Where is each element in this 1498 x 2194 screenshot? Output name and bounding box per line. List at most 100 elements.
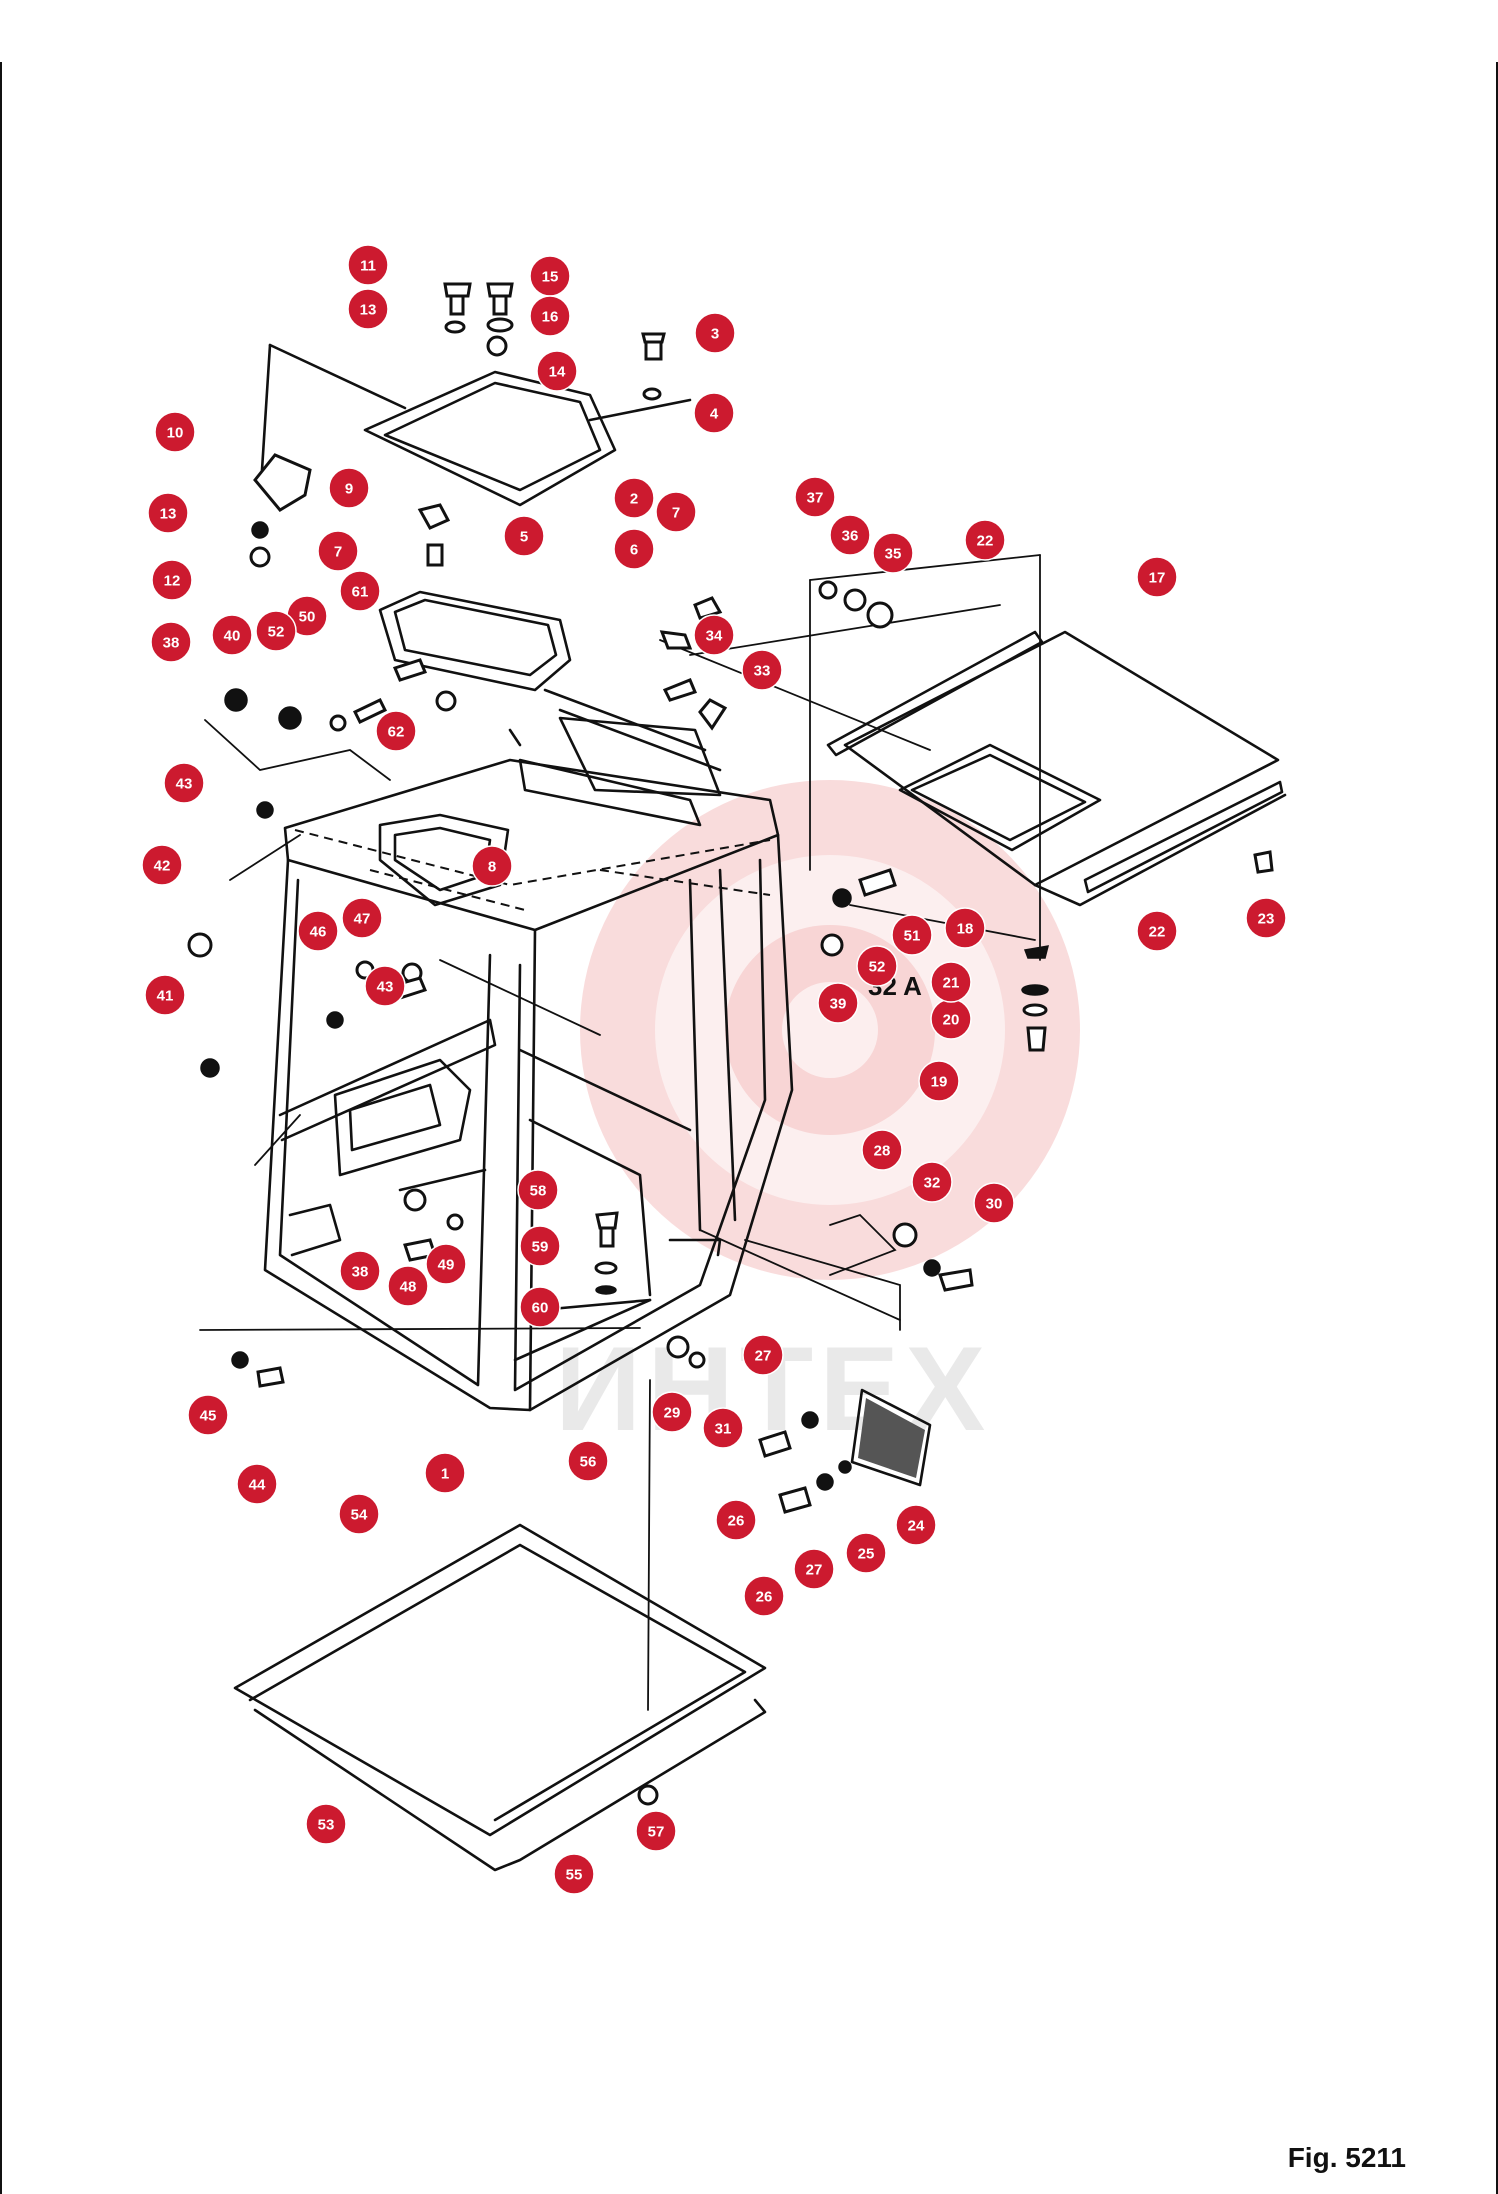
leader-lines-right	[659, 554, 1041, 1331]
callout-54: 54	[338, 1493, 380, 1535]
callout-marker	[856, 945, 898, 987]
callout-number: 6	[630, 542, 638, 559]
callout-number: 61	[352, 584, 369, 601]
callout-number: 38	[352, 1264, 369, 1281]
leader-lines-left	[204, 719, 601, 1166]
callout-48: 48	[387, 1265, 429, 1307]
callout-marker	[317, 530, 359, 572]
callout-marker	[163, 762, 205, 804]
callout-7: 7	[655, 491, 697, 533]
callout-30: 30	[973, 1182, 1015, 1224]
callout-marker	[793, 1548, 835, 1590]
callout-number: 38	[163, 635, 180, 652]
callout-marker	[211, 614, 253, 656]
callout-number: 22	[1149, 924, 1166, 941]
callout-26: 26	[743, 1575, 785, 1617]
callout-number: 43	[377, 979, 394, 996]
callout-marker	[341, 897, 383, 939]
callout-38: 38	[339, 1250, 381, 1292]
callout-35: 35	[872, 532, 914, 574]
callout-marker	[694, 312, 736, 354]
callout-marker	[375, 710, 417, 752]
callout-number: 34	[706, 628, 723, 645]
callout-number: 18	[957, 921, 974, 938]
callout-marker	[236, 1463, 278, 1505]
callout-marker	[891, 914, 933, 956]
callout-number: 46	[310, 924, 327, 941]
callout-number: 52	[869, 959, 886, 976]
callout-number: 35	[885, 546, 902, 563]
callout-number: 29	[664, 1405, 681, 1422]
callout-markers: 1234567789101112131314151617181920212222…	[141, 244, 1287, 1895]
callout-62: 62	[375, 710, 417, 752]
callout-marker	[297, 910, 339, 952]
callout-marker	[651, 1391, 693, 1433]
callout-19: 19	[918, 1060, 960, 1102]
callout-26: 26	[715, 1499, 757, 1541]
callout-3: 3	[694, 312, 736, 354]
callout-marker	[1136, 910, 1178, 952]
callout-number: 14	[549, 364, 566, 381]
callout-1: 1	[424, 1452, 466, 1494]
callout-number: 52	[268, 624, 285, 641]
callout-number: 27	[755, 1348, 772, 1365]
callout-number: 21	[943, 975, 960, 992]
callout-marker	[364, 965, 406, 1007]
callout-marker	[911, 1161, 953, 1203]
callout-number: 13	[160, 506, 177, 523]
callout-13: 13	[147, 492, 189, 534]
callout-marker	[424, 1452, 466, 1494]
callout-number: 28	[874, 1143, 891, 1160]
callout-marker	[973, 1182, 1015, 1224]
callout-marker	[347, 288, 389, 330]
callout-number: 32	[924, 1175, 941, 1192]
callout-14: 14	[536, 350, 578, 392]
callout-number: 47	[354, 911, 371, 928]
callout-56: 56	[567, 1440, 609, 1482]
callout-number: 25	[858, 1546, 875, 1563]
callout-number: 4	[710, 406, 719, 423]
callout-number: 3	[711, 326, 719, 343]
callout-marker	[861, 1129, 903, 1171]
hardware-parts	[187, 282, 1274, 1806]
callout-number: 43	[176, 776, 193, 793]
dashed-reference-lines	[294, 829, 771, 911]
callout-51: 51	[891, 914, 933, 956]
callout-number: 48	[400, 1279, 417, 1296]
callout-marker	[503, 515, 545, 557]
callout-marker	[339, 570, 381, 612]
callout-2: 2	[613, 477, 655, 519]
callout-number: 2	[630, 491, 638, 508]
callout-61: 61	[339, 570, 381, 612]
sunroof-window-frame	[378, 590, 572, 692]
callout-39: 39	[817, 982, 859, 1024]
callout-number: 31	[715, 1421, 732, 1438]
callout-50: 50	[286, 595, 328, 637]
callout-43: 43	[364, 965, 406, 1007]
callout-number: 15	[542, 269, 559, 286]
callout-41: 41	[144, 974, 186, 1016]
callout-number: 19	[931, 1074, 948, 1091]
callout-10: 10	[154, 411, 196, 453]
callout-marker	[613, 528, 655, 570]
callout-number: 33	[754, 663, 771, 680]
callout-44: 44	[236, 1463, 278, 1505]
callout-marker	[154, 411, 196, 453]
net-pocket	[850, 1388, 932, 1487]
callout-marker	[517, 1169, 559, 1211]
callout-number: 51	[904, 928, 921, 945]
callout-marker	[930, 961, 972, 1003]
callout-28: 28	[861, 1129, 903, 1171]
callout-number: 22	[977, 533, 994, 550]
callout-43: 43	[163, 762, 205, 804]
callout-number: 24	[908, 1518, 925, 1535]
callout-marker	[425, 1243, 467, 1285]
callout-marker	[1136, 556, 1178, 598]
callout-36: 36	[829, 514, 871, 556]
callout-marker	[387, 1265, 429, 1307]
callout-number: 9	[345, 481, 353, 498]
callout-marker	[141, 844, 183, 886]
callout-11: 11	[347, 244, 389, 286]
callout-marker	[743, 1575, 785, 1617]
callout-4: 4	[693, 392, 735, 434]
